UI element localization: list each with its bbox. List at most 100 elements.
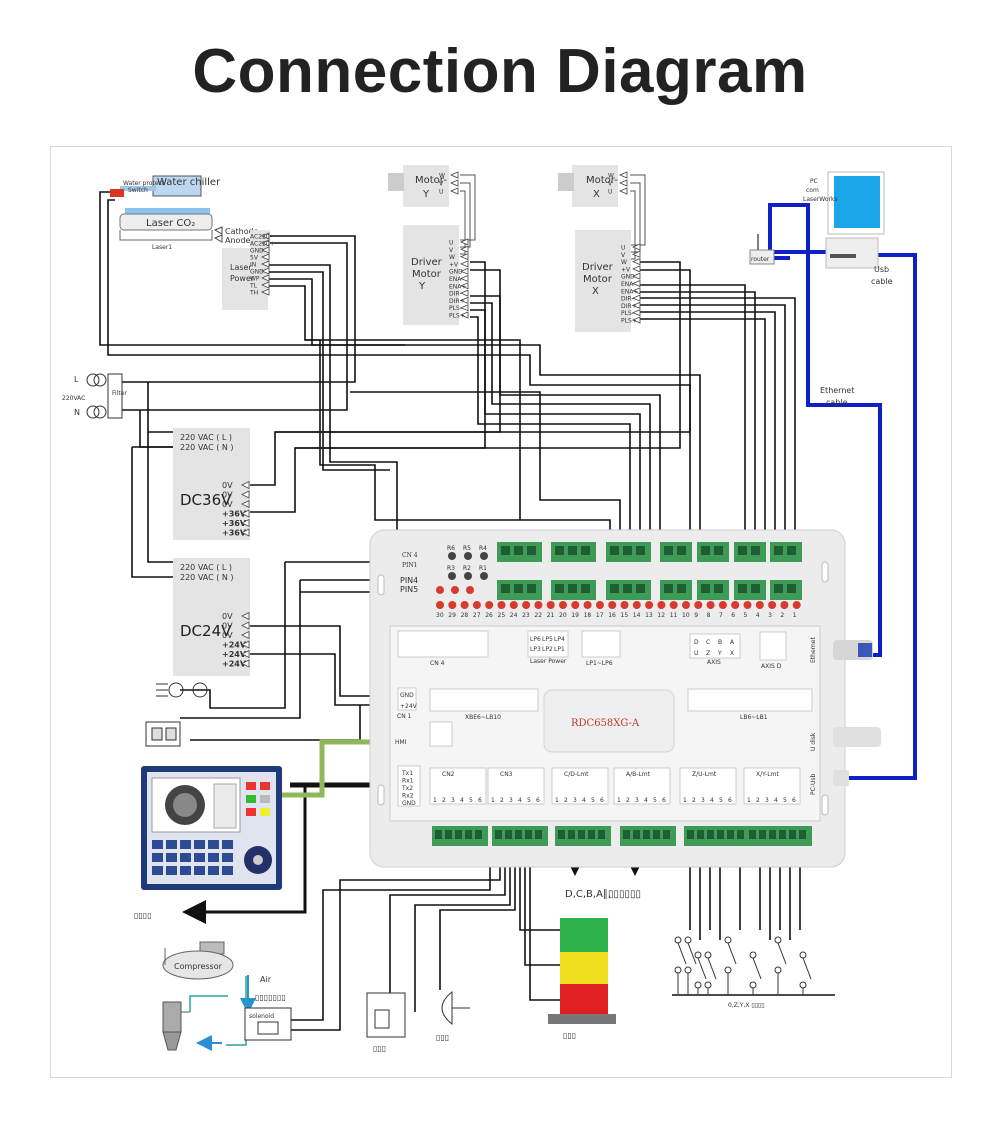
lp-cell: LP3 (530, 646, 541, 653)
filter-label: Filter (112, 390, 127, 397)
io-section-label: CN3 (500, 771, 513, 778)
dc24-label: DC24V (180, 622, 232, 640)
mains-v: 220VAC (62, 395, 85, 402)
dc36-out-label: 0V (222, 500, 233, 509)
dc36-out-pin (241, 518, 250, 528)
mains-l: L (74, 375, 79, 384)
driver-x-pin-marker (631, 279, 641, 288)
buzzer-tail: ▯▯▯ (436, 1033, 449, 1042)
driver-y-pin-marker (459, 311, 469, 319)
driver-x-pin-label: DIR- (621, 296, 633, 303)
pcusb-port-label: PC-Usb (810, 774, 817, 795)
laser-power-pin-label: GND (250, 248, 264, 255)
rs-cell: Rx1 (402, 778, 414, 785)
led-number: 24 (510, 612, 518, 619)
status-led (718, 601, 727, 609)
led-number: 3 (768, 612, 772, 619)
buzzer: ▯▯▯ (436, 990, 470, 1042)
hmi-key (222, 866, 233, 875)
driver-x-pin-marker (631, 243, 641, 251)
monitor-icon (834, 176, 880, 228)
sec-right-bus: LB6~LB1 (740, 714, 768, 721)
driver-y-pin-marker (459, 296, 469, 305)
status-led (509, 601, 518, 609)
terminal-screw (514, 584, 523, 593)
status-led (645, 601, 654, 609)
terminal-screw (475, 830, 482, 839)
hmi-key (194, 866, 205, 875)
led-number: 16 (608, 612, 616, 619)
hmi-key (152, 866, 163, 875)
terminal-screw (514, 546, 523, 555)
eth-port-label: Ethernet (810, 637, 817, 663)
led-number: 2 (780, 612, 784, 619)
laser-tube-sub: Laser1 (152, 244, 172, 251)
dc36-out-label: 0V (222, 491, 233, 500)
axis-col: D (694, 639, 699, 646)
motor-x-pin-label: V (608, 181, 613, 188)
status-led (669, 601, 678, 609)
indicator-led (480, 572, 488, 580)
lp-cell: LP2 (542, 646, 553, 653)
driver-y: Driver Motor Y UVW+VGNDENA-ENA+DIR-DIR+P… (403, 225, 469, 325)
laser-power-pin-marker (260, 246, 270, 254)
switch-contact (684, 936, 692, 944)
io-pin-number: 5 (469, 797, 473, 804)
io-pin-number: 6 (478, 797, 482, 804)
status-led (620, 601, 629, 609)
hmi-key (166, 853, 177, 862)
switch-lever (777, 942, 787, 965)
axis-row: U (694, 650, 698, 657)
terminal-screw (653, 830, 660, 839)
io-pin-number: 1 (433, 797, 437, 804)
terminal-screw (558, 830, 565, 839)
led-number: 15 (621, 612, 629, 619)
terminal-screw (623, 830, 630, 839)
terminal-screw (445, 830, 452, 839)
switch-contact (799, 981, 807, 989)
dc36-out-label: 0V (222, 481, 233, 490)
status-led (571, 601, 580, 609)
status-led (768, 601, 777, 609)
indicator-led-label: R4 (479, 545, 487, 552)
switch-contact (749, 951, 757, 959)
switch-contact (799, 951, 807, 959)
driver-y-l1: Driver (411, 257, 443, 268)
dc36-label: DC36V (180, 491, 232, 509)
dcba-text: D,C,B,A∥, (565, 889, 611, 900)
driver-y-pin-label: DIR+ (449, 298, 465, 305)
led-number: 23 (522, 612, 530, 619)
switch-contact (694, 981, 702, 989)
air-label: Air (260, 975, 272, 984)
led-number: 11 (670, 612, 678, 619)
io-pin-number: 2 (692, 797, 696, 804)
motor-x-pin-marker (618, 171, 628, 179)
io-pin-number: 4 (582, 797, 586, 804)
io-pin-number: 3 (509, 797, 513, 804)
hmi-key (194, 853, 205, 862)
terminal-screw (435, 830, 442, 839)
status-led (546, 601, 555, 609)
motor-y-label2: Y (422, 189, 430, 200)
led-number: 5 (744, 612, 748, 619)
dc24-in-1: 220 VAC ( L ) (180, 563, 232, 572)
led-number: 4 (756, 612, 760, 619)
terminal-screw (677, 546, 686, 555)
status-led (657, 601, 666, 609)
terminal-screw (555, 584, 564, 593)
indicator-led (464, 552, 472, 560)
driver-x-pin-marker (631, 257, 641, 266)
terminal-screw (799, 830, 806, 839)
status-led (466, 586, 474, 594)
terminal-screw (789, 830, 796, 839)
terminal-screw (664, 584, 673, 593)
indicator-led-label: R2 (463, 565, 471, 572)
led-number: 14 (633, 612, 641, 619)
driver-y-pin-marker (459, 252, 469, 261)
io-pin-number: 1 (491, 797, 495, 804)
door-switch (145, 721, 181, 747)
io-pin-number: 1 (747, 797, 751, 804)
motor-y-pin-label: W (439, 173, 445, 180)
indicator-led (448, 552, 456, 560)
